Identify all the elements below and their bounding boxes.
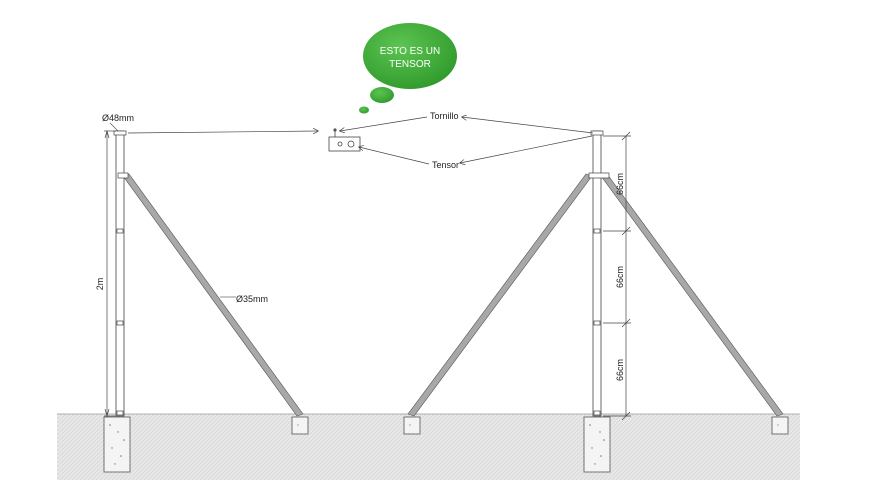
thought-bubble: ESTO ES UN TENSOR: [359, 23, 457, 114]
bubble-dot-small: [359, 106, 369, 114]
bubble-dot-large: [370, 87, 394, 103]
footing-brace-1: [291, 416, 309, 435]
footing-brace-3: [771, 416, 789, 435]
brace-mid: [407, 173, 593, 417]
bubble-main: [363, 23, 457, 89]
footing-brace-2: [403, 416, 421, 435]
tensor-label: Tensor: [432, 160, 459, 170]
post-diameter-label: Ø48mm: [102, 113, 134, 123]
footings: [103, 416, 789, 473]
tensor-device: [328, 128, 361, 152]
segment-1-label: 66cm: [615, 173, 625, 195]
brace-diameter-label: Ø35mm: [236, 294, 268, 304]
height-label: 2m: [95, 278, 105, 291]
ground: [57, 414, 800, 480]
brace-right: [600, 173, 784, 417]
bubble-text-line1: ESTO ES UN: [380, 46, 440, 57]
brace-left: [122, 173, 304, 417]
tornillo-label: Tornillo: [430, 111, 459, 121]
segment-2-label: 66cm: [615, 266, 625, 288]
segment-3-label: 66cm: [615, 359, 625, 381]
wire-arrow: [127, 131, 318, 133]
footing-left-post: [103, 416, 131, 473]
footing-right-post: [583, 416, 611, 473]
posts: [113, 130, 610, 417]
braces: [122, 173, 784, 417]
bubble-text-line2: TENSOR: [389, 59, 431, 70]
segment-dimensions: [603, 131, 631, 421]
height-dimension: [104, 129, 116, 418]
